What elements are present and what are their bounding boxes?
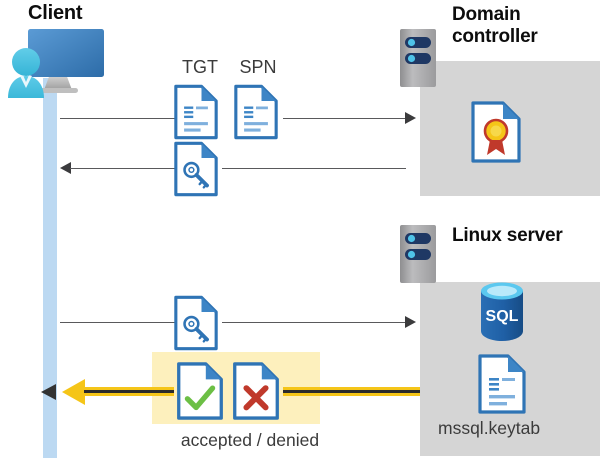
linux-server-title: Linux server [452,225,563,246]
document-lines-icon [478,354,526,414]
tgt-label: TGT [182,57,218,77]
document-check-icon [176,362,224,420]
message-4-line-right [283,387,420,396]
spn-label: SPN [239,57,277,77]
message-3-line-left [60,322,175,323]
server-rack-icon [398,223,442,285]
message-4-arrowhead [41,379,85,405]
accepted-denied-caption: accepted / denied [180,430,320,450]
domain-controller-title: Domain controller [452,4,538,47]
message-2-arrowhead [60,162,71,174]
client-lifeline [43,78,57,458]
user-computer-icon [4,26,116,104]
document-cross-icon [232,362,280,420]
message-1-line-left [60,118,175,119]
message-1-arrowhead [405,112,416,124]
sql-database-icon: SQL [474,281,530,343]
message-1-line-right [283,118,406,119]
message-3-line-right [222,322,406,323]
message-4-arrowhead-inner [41,384,56,400]
certificate-icon [471,101,521,163]
document-lines-icon [174,84,218,140]
document-lines-icon [234,84,278,140]
message-2-line-left [70,168,175,169]
svg-text:SQL: SQL [486,308,519,325]
message-4-line-left [84,387,174,396]
client-title: Client [28,2,83,24]
server-rack-icon [398,27,442,89]
document-key-icon [174,141,218,197]
message-3-arrowhead [405,316,416,328]
message-2-line-right [222,168,406,169]
document-key-icon [174,295,218,351]
keytab-filename-label: mssql.keytab [438,418,541,438]
